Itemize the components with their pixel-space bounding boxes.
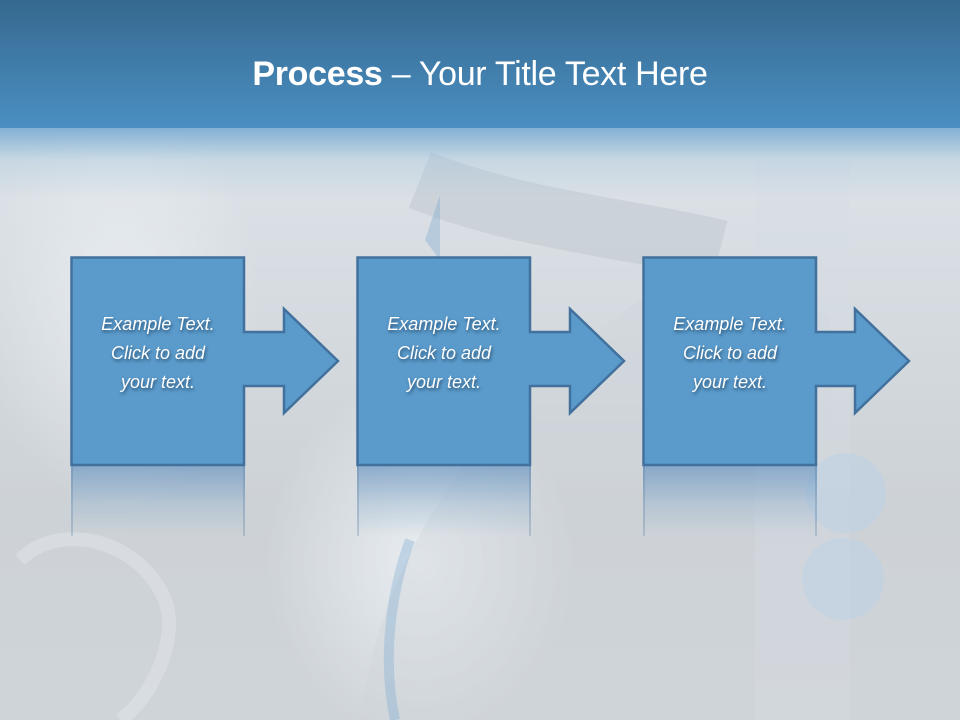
- title-bar-fade: [0, 128, 960, 198]
- step-2-text[interactable]: Example Text. Click to add your text.: [358, 310, 530, 397]
- arrow-box-shape-1: [70, 256, 340, 467]
- step-2-line-3: your text.: [406, 372, 482, 392]
- process-step-2[interactable]: Example Text. Click to add your text.: [356, 256, 646, 468]
- step-2-line-2: Click to add: [396, 343, 492, 363]
- process-step-3[interactable]: Example Text. Click to add your text.: [642, 256, 932, 468]
- step-3-line-2: Click to add: [682, 343, 778, 363]
- step-1-line-1: Example Text.: [101, 314, 215, 334]
- step-3-text[interactable]: Example Text. Click to add your text.: [644, 310, 816, 397]
- title-bar: [0, 0, 960, 128]
- step-3-reflection: [643, 466, 817, 536]
- step-3-line-3: your text.: [692, 372, 768, 392]
- process-step-1[interactable]: Example Text. Click to add your text.: [70, 256, 360, 468]
- title-bold-text: Process: [252, 55, 383, 93]
- step-1-text[interactable]: Example Text. Click to add your text.: [72, 310, 244, 397]
- step-2-line-1: Example Text.: [387, 314, 501, 334]
- title-rest-text: – Your Title Text Here: [382, 55, 708, 93]
- slide-title[interactable]: Process – Your Title Text Here: [0, 52, 960, 96]
- step-1-line-3: your text.: [120, 372, 196, 392]
- step-1-line-2: Click to add: [110, 343, 206, 363]
- step-3-line-1: Example Text.: [673, 314, 787, 334]
- step-1-reflection: [71, 466, 245, 536]
- arrow-box-shape-3: [642, 256, 911, 467]
- arrow-box-shape-2: [356, 256, 626, 467]
- step-2-reflection: [357, 466, 531, 536]
